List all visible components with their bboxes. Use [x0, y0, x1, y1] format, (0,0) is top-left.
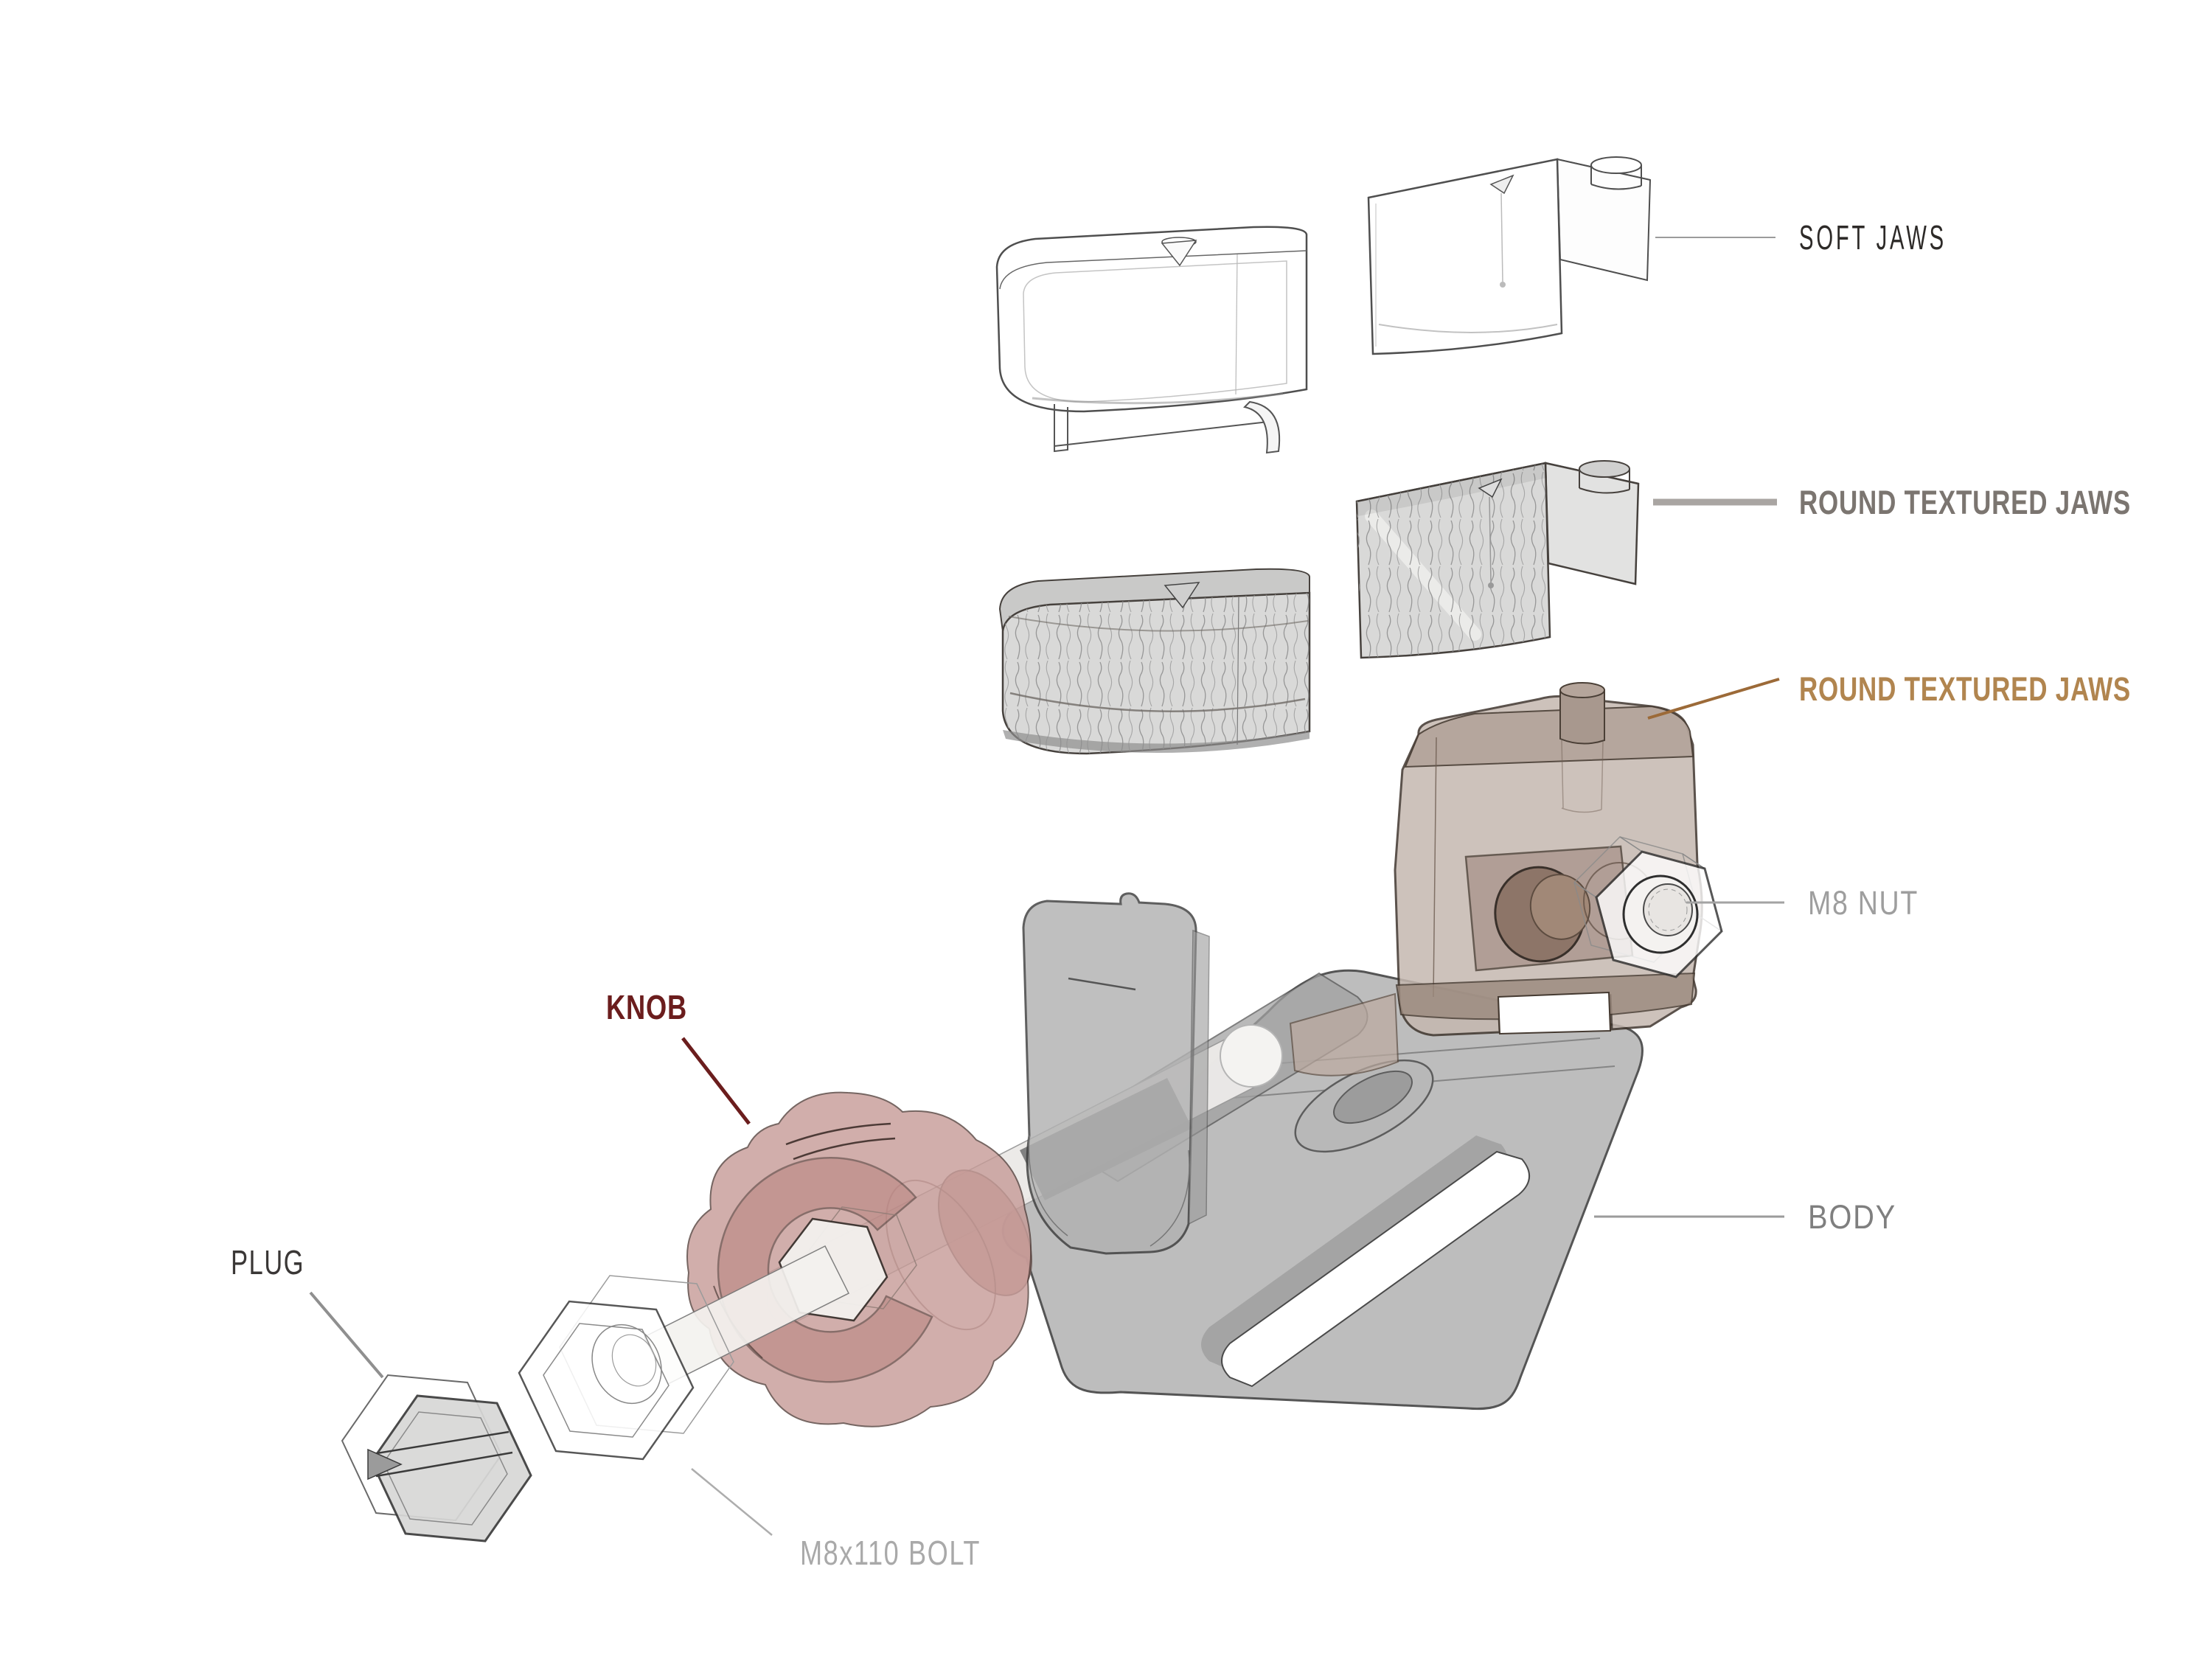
jaw-pin-dot	[1488, 582, 1494, 588]
round-textured-jaws-mid-leader-line	[1647, 678, 1780, 720]
jaw-bottom-lip	[1054, 404, 1269, 453]
plug-slot-line	[372, 1430, 513, 1478]
tower-outline	[1022, 892, 1197, 1255]
round-textured-jaws-top-label: ROUND TEXTURED JAWS	[1799, 484, 2131, 521]
body-rail-bracket	[1289, 992, 1399, 1077]
jaw-inner-floor	[1378, 324, 1558, 333]
m8x110-bolt-label: M8x110 BOLT	[800, 1534, 981, 1572]
jaw-right-flange	[1556, 158, 1652, 282]
jaw-top-band-edge	[999, 250, 1307, 290]
jaw-smile-arc	[1009, 692, 1306, 712]
jaw-seam	[1237, 597, 1239, 745]
jaw-pin-dot	[1500, 282, 1506, 288]
jaw-outline	[995, 226, 1308, 413]
tower-detail-dash	[1068, 977, 1136, 991]
carrier-foot-notch	[1497, 991, 1612, 1035]
annotations: SOFT JAWS ROUND TEXTURED JAWS ROUND TEXT…	[231, 218, 2131, 1572]
jaw-foot-curve	[1243, 400, 1281, 454]
jaw-funnel	[1161, 240, 1197, 267]
bolt-shaft-end-cap	[1220, 1024, 1283, 1088]
carrier-inner-edge	[1433, 737, 1437, 998]
m8-nut-drawing	[1573, 836, 1723, 978]
plate-oval-hole	[1332, 1070, 1413, 1124]
nut-inner-circle	[1643, 883, 1693, 936]
jaw-funnel	[1164, 582, 1200, 609]
carrier-top-cylinder-cap	[1559, 682, 1605, 698]
jaw-texture-overlay	[1003, 593, 1310, 754]
jaw-front-plate	[1367, 158, 1563, 355]
jaw-cylinder-sides	[1590, 165, 1642, 190]
jaw-cylinder-cap	[1579, 460, 1630, 478]
plug-slot-notch	[367, 1448, 403, 1481]
soft-jaws-label: SOFT JAWS	[1799, 218, 1947, 257]
soft-jaw-right-drawing	[1367, 156, 1652, 355]
jaw-arrow-marker	[1478, 478, 1503, 498]
jaw-cylinder-cap	[1590, 156, 1642, 174]
jaw-smile-arc	[1008, 616, 1309, 632]
jaw-bottom-shadow	[1032, 392, 1284, 405]
jaw-cylinder-sides	[1579, 469, 1630, 494]
bolt-head-inner-hex	[543, 1323, 669, 1438]
jaw-seam	[1235, 254, 1238, 395]
textured-jaw-right-drawing	[1355, 460, 1640, 659]
soft-jaw-left-drawing	[995, 226, 1308, 454]
knob-top-slot	[785, 1122, 896, 1161]
jaw-pin-line	[1500, 192, 1503, 282]
tower-foot-fillet	[1150, 1150, 1190, 1247]
bolt-shank-root	[591, 1324, 662, 1405]
jaw-bottom-band	[1003, 730, 1310, 753]
jaw-texture-overlay	[1357, 463, 1550, 658]
plug-drawing	[341, 1374, 532, 1543]
knob-leader-line	[681, 1037, 751, 1125]
carrier-top-cylinder	[1559, 689, 1605, 745]
carrier-bore-inner	[1529, 874, 1591, 940]
bolt-shank-root-inner	[611, 1334, 657, 1387]
nut-thread-circle	[1648, 888, 1688, 931]
carrier-top-face	[1404, 705, 1694, 768]
jaw-pin-line	[1489, 496, 1492, 583]
m8x110-bolt-leader-line	[691, 1468, 773, 1536]
m8-nut-label: M8 NUT	[1808, 884, 1919, 922]
nut-connector-edges	[1573, 836, 1722, 932]
jaw-right-flange	[1544, 462, 1640, 585]
carrier-cylinder-hidden	[1561, 740, 1604, 813]
bolt-drawing	[518, 1245, 850, 1461]
body-fixed-jaw-tower	[1022, 892, 1210, 1255]
jaw-arrow-marker	[1489, 174, 1514, 195]
plug-label: PLUG	[231, 1243, 305, 1281]
tower-right-face	[1188, 929, 1210, 1225]
plug-leader-line	[309, 1291, 384, 1379]
jaw-top-shadow	[1357, 463, 1547, 516]
textured-jaw-left-drawing	[998, 568, 1311, 755]
jaw-inner-inset	[1023, 260, 1287, 403]
knob-drawing	[686, 1091, 1033, 1427]
plug-front-hex	[370, 1394, 532, 1543]
bolt-head-hex	[518, 1300, 695, 1461]
tower-foot-fillet	[1028, 1135, 1068, 1237]
round-textured-jaws-mid-label: ROUND TEXTURED JAWS	[1799, 670, 2131, 708]
body-label: BODY	[1808, 1198, 1896, 1236]
plate-long-slot	[1221, 1150, 1530, 1388]
knob-label: KNOB	[606, 988, 687, 1026]
